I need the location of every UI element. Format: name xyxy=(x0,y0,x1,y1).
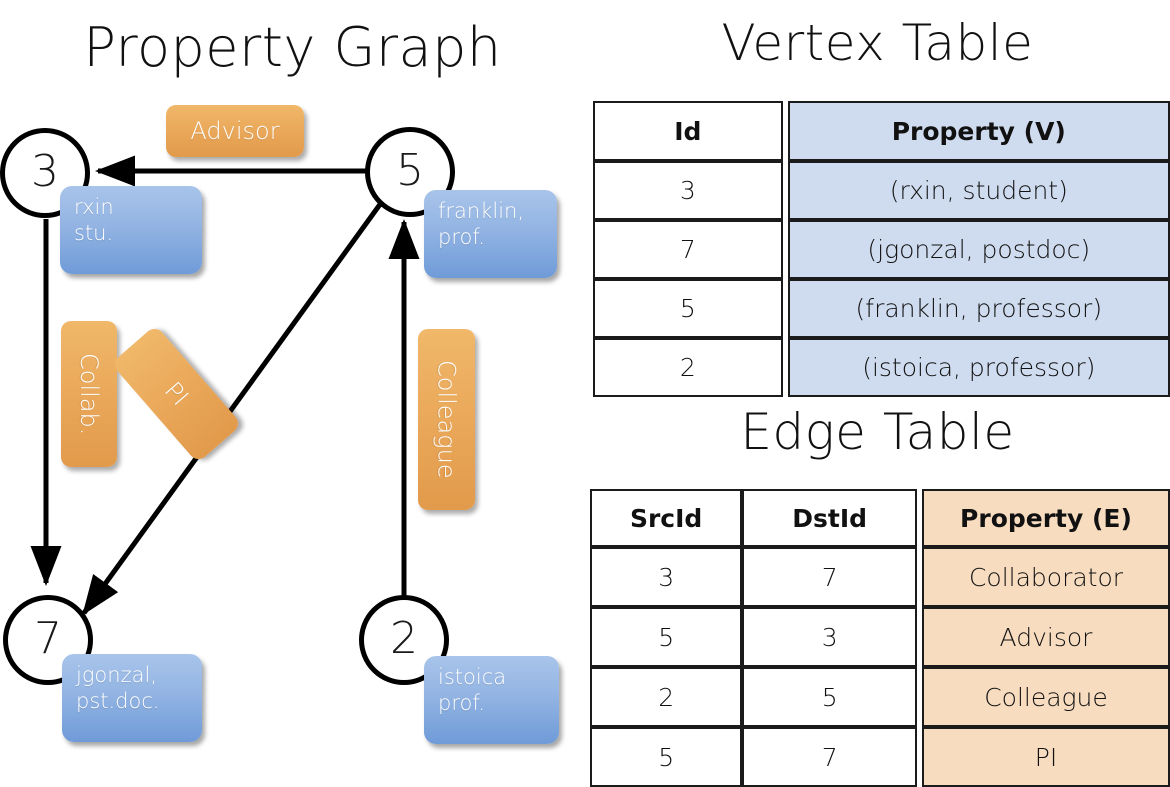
edge-row-2-dstid: 5 xyxy=(742,667,918,727)
edge-row-0-property: Collaborator xyxy=(921,547,1170,607)
edge-label-colleague-text: Colleague xyxy=(432,360,461,479)
graph-node-2[interactable]: 2 xyxy=(359,595,449,685)
edge-5-to-7 xyxy=(81,201,384,616)
edge-label-pi-text: PI xyxy=(158,376,195,412)
edge-row-2-property: Colleague xyxy=(921,667,1170,727)
vertex-row-0-id: 3 xyxy=(593,161,783,220)
graph-node-7-id: 7 xyxy=(34,613,62,664)
edge-table-header-srcid: SrcId xyxy=(590,489,743,547)
vertex-table: Id Property (V) 3 (rxin, student) 7 (jgo… xyxy=(593,101,1170,397)
graph-node-5[interactable]: 5 xyxy=(365,127,455,217)
edge-table-title: Edge Table xyxy=(740,403,1015,461)
edge-table-wrap: SrcId DstId Property (E) 3 7 Collaborato… xyxy=(590,489,1170,787)
node-5-property-box[interactable]: franklin, prof. xyxy=(424,190,557,278)
edge-row-0-dstid: 7 xyxy=(742,547,918,607)
table-row[interactable]: 5 7 PI xyxy=(590,727,1170,787)
vertex-row-2-property: (franklin, professor) xyxy=(787,279,1170,338)
vertex-table-header-row: Id Property (V) xyxy=(593,101,1170,161)
node-5-property-line-2: prof. xyxy=(438,224,485,249)
vertex-table-title: Vertex Table xyxy=(721,14,1034,72)
vertex-row-0-property: (rxin, student) xyxy=(787,161,1170,220)
node-2-property-box[interactable]: istoica prof. xyxy=(424,656,559,744)
node-2-property-line-1: istoica xyxy=(438,665,507,689)
vertex-row-1-property: (jgonzal, postdoc) xyxy=(787,220,1170,279)
edge-row-1-dstid: 3 xyxy=(742,607,918,667)
edge-table-header-row: SrcId DstId Property (E) xyxy=(590,489,1170,547)
vertex-table-header-property: Property (V) xyxy=(787,101,1170,161)
edge-label-advisor-text: Advisor xyxy=(190,117,280,145)
node-2-property-line-2: prof. xyxy=(438,690,485,715)
edge-label-colleague[interactable]: Colleague xyxy=(418,329,475,510)
edge-label-advisor[interactable]: Advisor xyxy=(166,105,304,157)
graph-edges-layer xyxy=(30,155,420,616)
table-row[interactable]: 2 (istoica, professor) xyxy=(593,338,1170,397)
node-7-property-line-2: pst.doc. xyxy=(76,688,160,713)
vertex-row-3-property: (istoica, professor) xyxy=(787,338,1170,397)
vertex-row-3-id: 2 xyxy=(593,338,783,397)
table-row[interactable]: 3 7 Collaborator xyxy=(590,547,1170,607)
table-row[interactable]: 7 (jgonzal, postdoc) xyxy=(593,220,1170,279)
edge-row-2-srcid: 2 xyxy=(590,667,743,727)
vertex-row-1-id: 7 xyxy=(593,220,783,279)
edge-table-header-dstid: DstId xyxy=(742,489,918,547)
table-row[interactable]: 5 (franklin, professor) xyxy=(593,279,1170,338)
graph-node-2-id: 2 xyxy=(390,613,418,664)
graph-node-5-id: 5 xyxy=(396,145,424,196)
vertex-row-2-id: 5 xyxy=(593,279,783,338)
edge-row-3-dstid: 7 xyxy=(742,727,918,787)
node-3-property-box[interactable]: rxin stu. xyxy=(60,186,202,274)
edge-label-collab[interactable]: Collab. xyxy=(61,321,117,467)
vertex-table-wrap: Id Property (V) 3 (rxin, student) 7 (jgo… xyxy=(593,101,1170,397)
node-3-property-line-1: rxin xyxy=(74,195,114,219)
node-7-property-line-1: jgonzal, xyxy=(76,663,157,687)
edge-row-0-srcid: 3 xyxy=(590,547,743,607)
property-graph-panel: Property Graph 3 5 7 xyxy=(0,0,585,760)
table-row[interactable]: 5 3 Advisor xyxy=(590,607,1170,667)
graph-node-3-id: 3 xyxy=(31,146,59,197)
vertex-table-header-id: Id xyxy=(593,101,783,161)
edge-table-header-property: Property (E) xyxy=(921,489,1170,547)
property-graph-title: Property Graph xyxy=(83,16,502,79)
table-row[interactable]: 3 (rxin, student) xyxy=(593,161,1170,220)
node-3-property-line-2: stu. xyxy=(74,220,114,245)
edge-row-3-property: PI xyxy=(921,727,1170,787)
node-5-property-line-1: franklin, xyxy=(438,199,525,223)
edge-row-3-srcid: 5 xyxy=(590,727,743,787)
edge-table: SrcId DstId Property (E) 3 7 Collaborato… xyxy=(590,489,1170,787)
node-7-property-box[interactable]: jgonzal, pst.doc. xyxy=(62,654,202,742)
edge-row-1-property: Advisor xyxy=(921,607,1170,667)
edge-label-collab-text: Collab. xyxy=(75,352,103,436)
edge-row-1-srcid: 5 xyxy=(590,607,743,667)
table-row[interactable]: 2 5 Colleague xyxy=(590,667,1170,727)
